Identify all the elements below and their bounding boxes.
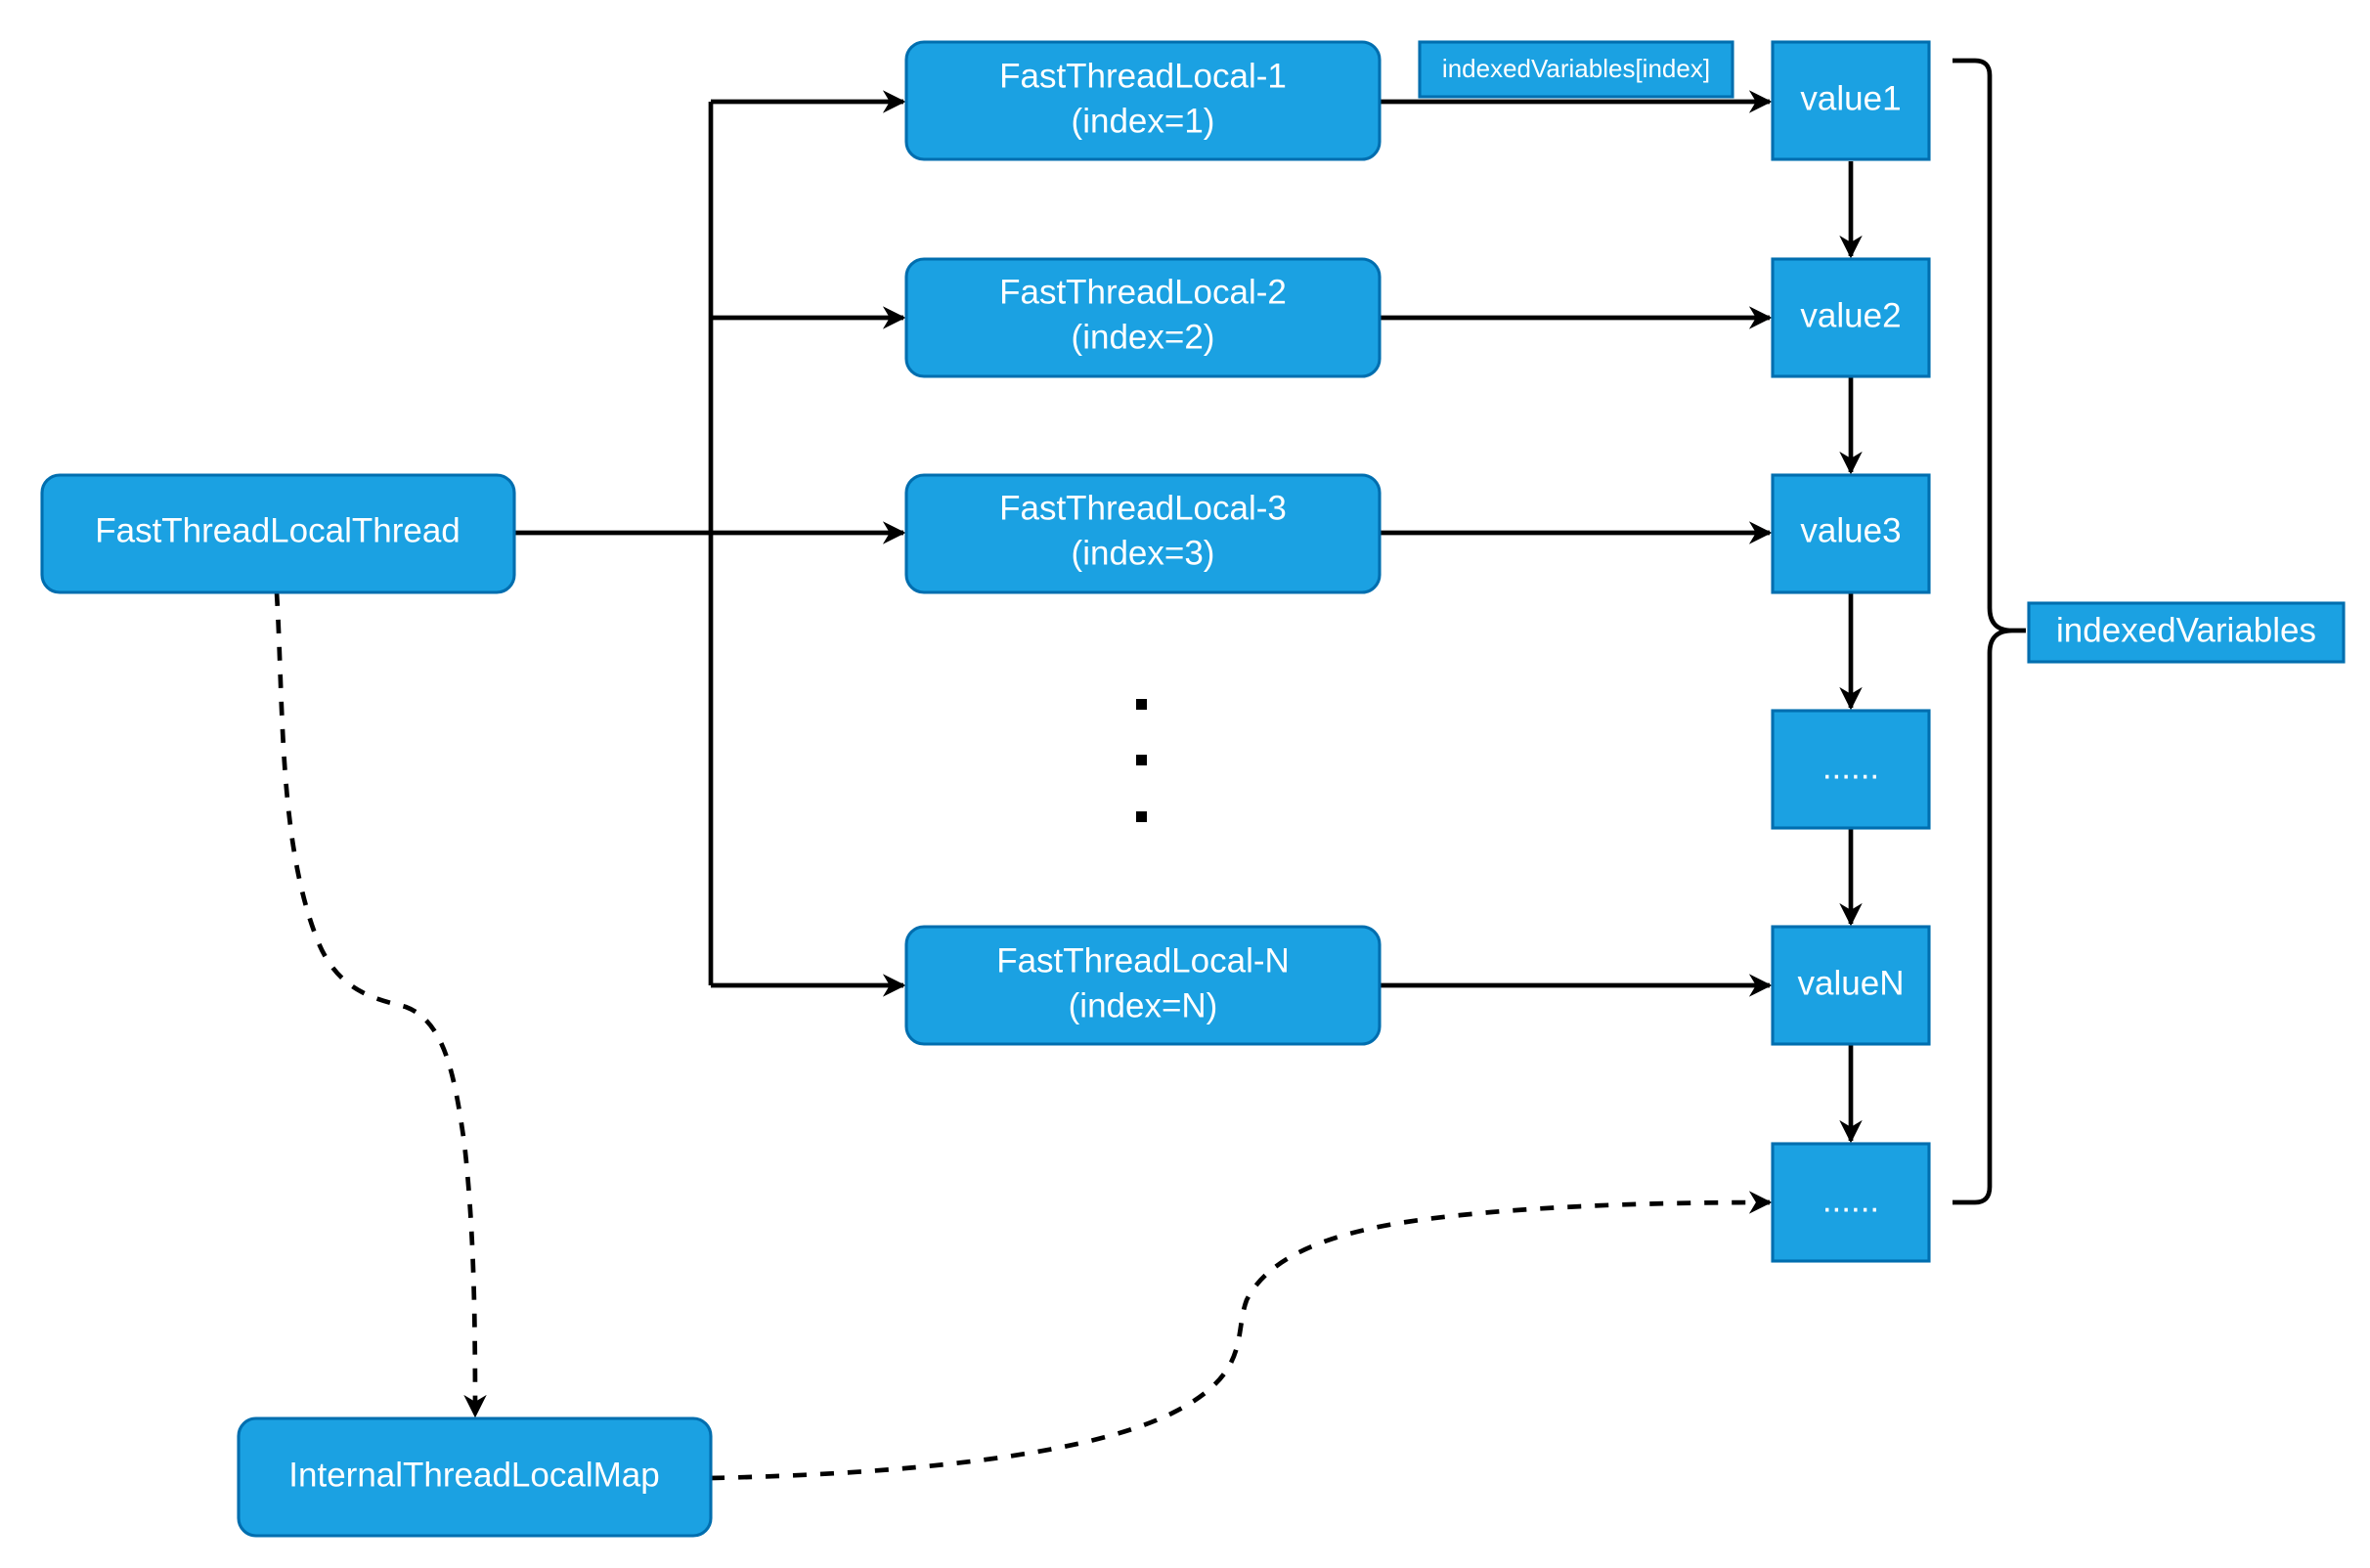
fast-thread-local-thread-node: FastThreadLocalThread	[40, 473, 516, 594]
label-box	[1418, 40, 1734, 99]
node-label: ......	[1822, 748, 1879, 786]
node-label: ......	[1822, 1181, 1879, 1219]
node-box	[904, 473, 1382, 594]
node-index: (index=1)	[1072, 102, 1215, 140]
node-box	[1771, 1142, 1931, 1263]
node-box	[1771, 40, 1931, 161]
node-label: InternalThreadLocalMap	[288, 1456, 659, 1494]
node-box	[1771, 709, 1931, 830]
ellipsis-dots	[1136, 699, 1147, 822]
node-box	[1771, 473, 1931, 594]
fast-thread-local-2-node: FastThreadLocal-2 (index=2)	[904, 257, 1382, 378]
node-index: (index=2)	[1072, 318, 1215, 356]
value-n-node: valueN	[1771, 925, 1931, 1046]
node-label: value3	[1800, 511, 1901, 549]
indexed-variables-index-label: indexedVariables[index]	[1418, 40, 1734, 99]
dot	[1136, 699, 1147, 710]
edge-map-to-ellipsis	[710, 1191, 1773, 1481]
label-text: indexedVariables[index]	[1442, 54, 1710, 83]
edge-thread-to-map	[274, 591, 487, 1418]
value1-node: value1	[1771, 40, 1931, 161]
internal-thread-local-map-node: InternalThreadLocalMap	[237, 1416, 713, 1538]
node-index: (index=N)	[1069, 986, 1218, 1024]
node-label: FastThreadLocal-N	[996, 941, 1290, 980]
node-box	[1771, 257, 1931, 378]
node-label: FastThreadLocal-3	[999, 489, 1287, 527]
indexed-variables-brace	[1953, 58, 2026, 1205]
node-box	[904, 40, 1382, 161]
label-box	[2027, 601, 2346, 664]
ellipsis-node-2: ......	[1771, 1142, 1931, 1263]
edges	[274, 58, 2026, 1481]
node-box	[1771, 925, 1931, 1046]
node-label: value2	[1800, 296, 1901, 334]
fast-thread-local-n-node: FastThreadLocal-N (index=N)	[904, 925, 1382, 1046]
node-box	[237, 1416, 713, 1538]
value2-node: value2	[1771, 257, 1931, 378]
node-index: (index=3)	[1072, 534, 1215, 572]
value3-node: value3	[1771, 473, 1931, 594]
fast-thread-local-3-node: FastThreadLocal-3 (index=3)	[904, 473, 1382, 594]
node-label: FastThreadLocalThread	[95, 511, 461, 549]
indexed-variables-label: indexedVariables	[2027, 601, 2346, 664]
dot	[1136, 811, 1147, 822]
node-box	[904, 257, 1382, 378]
label-text: indexedVariables	[2056, 611, 2316, 649]
dot	[1136, 755, 1147, 765]
node-label: FastThreadLocal-2	[999, 273, 1287, 311]
fast-thread-local-1-node: FastThreadLocal-1 (index=1)	[904, 40, 1382, 161]
node-box	[40, 473, 516, 594]
node-label: value1	[1800, 79, 1901, 117]
node-label: valueN	[1798, 964, 1905, 1002]
node-label: FastThreadLocal-1	[999, 57, 1287, 95]
ellipsis-node-1: ......	[1771, 709, 1931, 830]
node-box	[904, 925, 1382, 1046]
